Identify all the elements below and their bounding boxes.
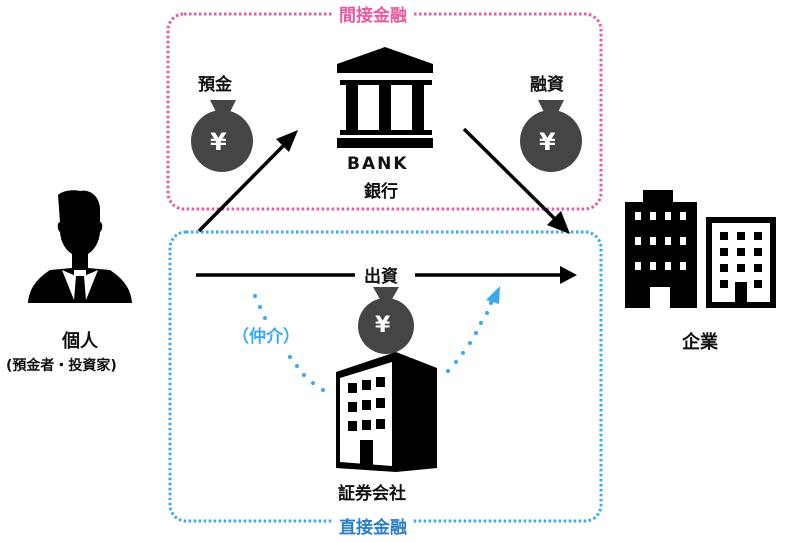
direct-finance-title: 直接金融 (333, 513, 413, 538)
bank-caption-en: BANK (347, 154, 409, 174)
buildings-icon (625, 190, 776, 308)
individual-sublabel: (預金者・投資家) (6, 358, 117, 374)
loan-money-bag-icon (520, 100, 582, 172)
investment-label: 出資 (364, 267, 398, 287)
investment-arrow (196, 266, 577, 284)
deposit-arrow (197, 130, 298, 233)
intermediary-dotted-left (253, 294, 325, 392)
securities-company-label: 証券会社 (338, 484, 406, 504)
individual-label: 個人 (62, 331, 98, 352)
investment-money-bag-icon (358, 287, 414, 354)
deposit-money-bag-icon (191, 100, 253, 172)
deposit-yen-symbol: ¥ (210, 128, 227, 156)
intermediary-label: （仲介） (232, 327, 300, 347)
loan-yen-symbol: ¥ (539, 128, 556, 156)
indirect-finance-title: 間接金融 (333, 1, 413, 26)
bank-caption-ja: 銀行 (364, 182, 398, 202)
loan-label: 融資 (530, 75, 564, 95)
intermediary-dotted-right (446, 286, 500, 373)
loan-arrow (462, 127, 570, 234)
office-building-icon (336, 352, 437, 472)
person-icon (28, 190, 132, 303)
company-label: 企業 (682, 332, 718, 353)
bank-icon (337, 47, 433, 148)
investment-yen-symbol: ¥ (375, 313, 391, 338)
deposit-label: 預金 (198, 75, 232, 95)
